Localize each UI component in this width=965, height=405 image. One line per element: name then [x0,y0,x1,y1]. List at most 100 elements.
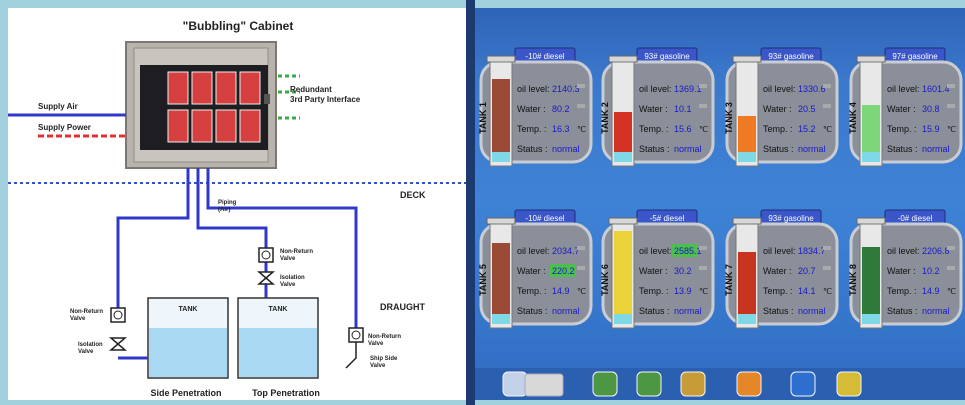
tank-field-label: Water : [763,104,792,114]
tank-field-value: normal [674,306,702,316]
tube-cap [608,217,638,225]
side-penetration-label: Side Penetration [150,388,221,398]
tank-field-label: oil level: [763,84,796,94]
panel-divider [466,0,475,405]
tube-cap [732,217,762,225]
redundant-label: Redundant [290,85,332,94]
tank-field-label: Status : [517,306,548,316]
non-return-valve-icon [110,307,126,323]
tank-field-value: 14.9 [552,286,570,296]
tube-cap [732,55,762,63]
tank-fill-level [862,105,880,152]
tank-vertical-label: TANK 4 [848,102,858,134]
tank-field-label: Water : [887,266,916,276]
user-icon[interactable] [790,371,816,397]
indicator-dot [823,84,831,88]
tank-field-label: Water : [639,104,668,114]
tank-field-label: Status : [639,306,670,316]
tank-fuel-label: 93# gasoline [768,52,814,61]
top-tank-label: TANK [269,306,288,313]
tube-cap [486,55,516,63]
media-icon[interactable] [736,371,762,397]
tank-water-layer [862,314,880,324]
supply-air-label: Supply Air [38,102,78,111]
indicator-dot [947,104,955,108]
tank-water-layer [738,152,756,162]
grid-icon[interactable] [680,371,706,397]
tank-field-label: Water : [763,266,792,276]
tank-field-label: Status : [517,144,548,154]
temp-unit: ℃ [947,287,956,296]
tank-field-value: 15.6 [674,124,692,134]
side-tank: TANK [147,297,229,379]
folder-icon[interactable] [592,371,618,397]
tank-field-label: Status : [763,144,794,154]
tank-field-label: oil level: [763,246,796,256]
tank-field-value: 1330.6 [798,84,826,94]
deck-label: DECK [400,190,426,200]
tube-cap [856,217,886,225]
tank-fuel-label: -5# diesel [650,214,685,223]
tank-fill-level [738,252,756,314]
tube-cap [608,55,638,63]
tank-field-label: Temp. : [639,124,669,134]
start-icon[interactable] [502,371,528,397]
tank-field-label: Temp. : [517,124,547,134]
temp-unit: ℃ [577,287,586,296]
tank-field-value: 14.9 [922,286,940,296]
tank-field-label: Water : [887,104,916,114]
tank-vertical-label: TANK 1 [478,102,488,134]
piping [116,168,358,358]
tank-fuel-label: -0# diesel [898,214,933,223]
cabinet-screen-tile [215,71,237,105]
top-non-return-valve-icon [258,247,274,263]
tank-field-label: oil level: [517,246,550,256]
side-tank-label: TANK [179,306,198,313]
indicator-dot [699,104,707,108]
tank-vertical-label: TANK 5 [478,264,488,296]
indicator-dot [699,266,707,270]
tank-vertical-label: TANK 3 [724,102,734,134]
tank-field-value: 20.7 [798,266,816,276]
indicator-dot [577,104,585,108]
tank-field-value: 1834.7 [798,246,826,256]
draught-label: DRAUGHT [380,302,425,312]
cabinet-screen-tile [239,71,261,105]
tank-field-label: oil level: [887,246,920,256]
tank-field-label: Status : [763,306,794,316]
tank-field-label: Temp. : [887,286,917,296]
tank-field-value: 30.8 [922,104,940,114]
tank-fuel-label: -10# diesel [525,214,564,223]
folder-icon[interactable] [636,371,662,397]
tank-field-value: 1369.1 [674,84,702,94]
tank-field-label: Status : [887,306,918,316]
tank-vertical-label: TANK 2 [600,102,610,134]
tank-field-label: Temp. : [887,124,917,134]
tank-field-value: normal [922,306,950,316]
tank-field-value: 220.2 [552,266,575,276]
tank-field-label: Temp. : [517,286,547,296]
ship-side-valve-icon [345,327,364,369]
temp-unit: ℃ [577,125,586,134]
tank-fuel-label: 93# gasoline [644,52,690,61]
diagram-svg: "Bubbling" Cabinet Supply Air Supply Pow… [8,19,466,398]
tank-fuel-label: 93# gasoline [768,214,814,223]
blank-button[interactable] [524,373,564,397]
tank-field-value: 10.2 [922,266,940,276]
value-highlight [672,244,698,257]
browser-icon[interactable] [836,371,862,397]
tube-cap [486,217,516,225]
